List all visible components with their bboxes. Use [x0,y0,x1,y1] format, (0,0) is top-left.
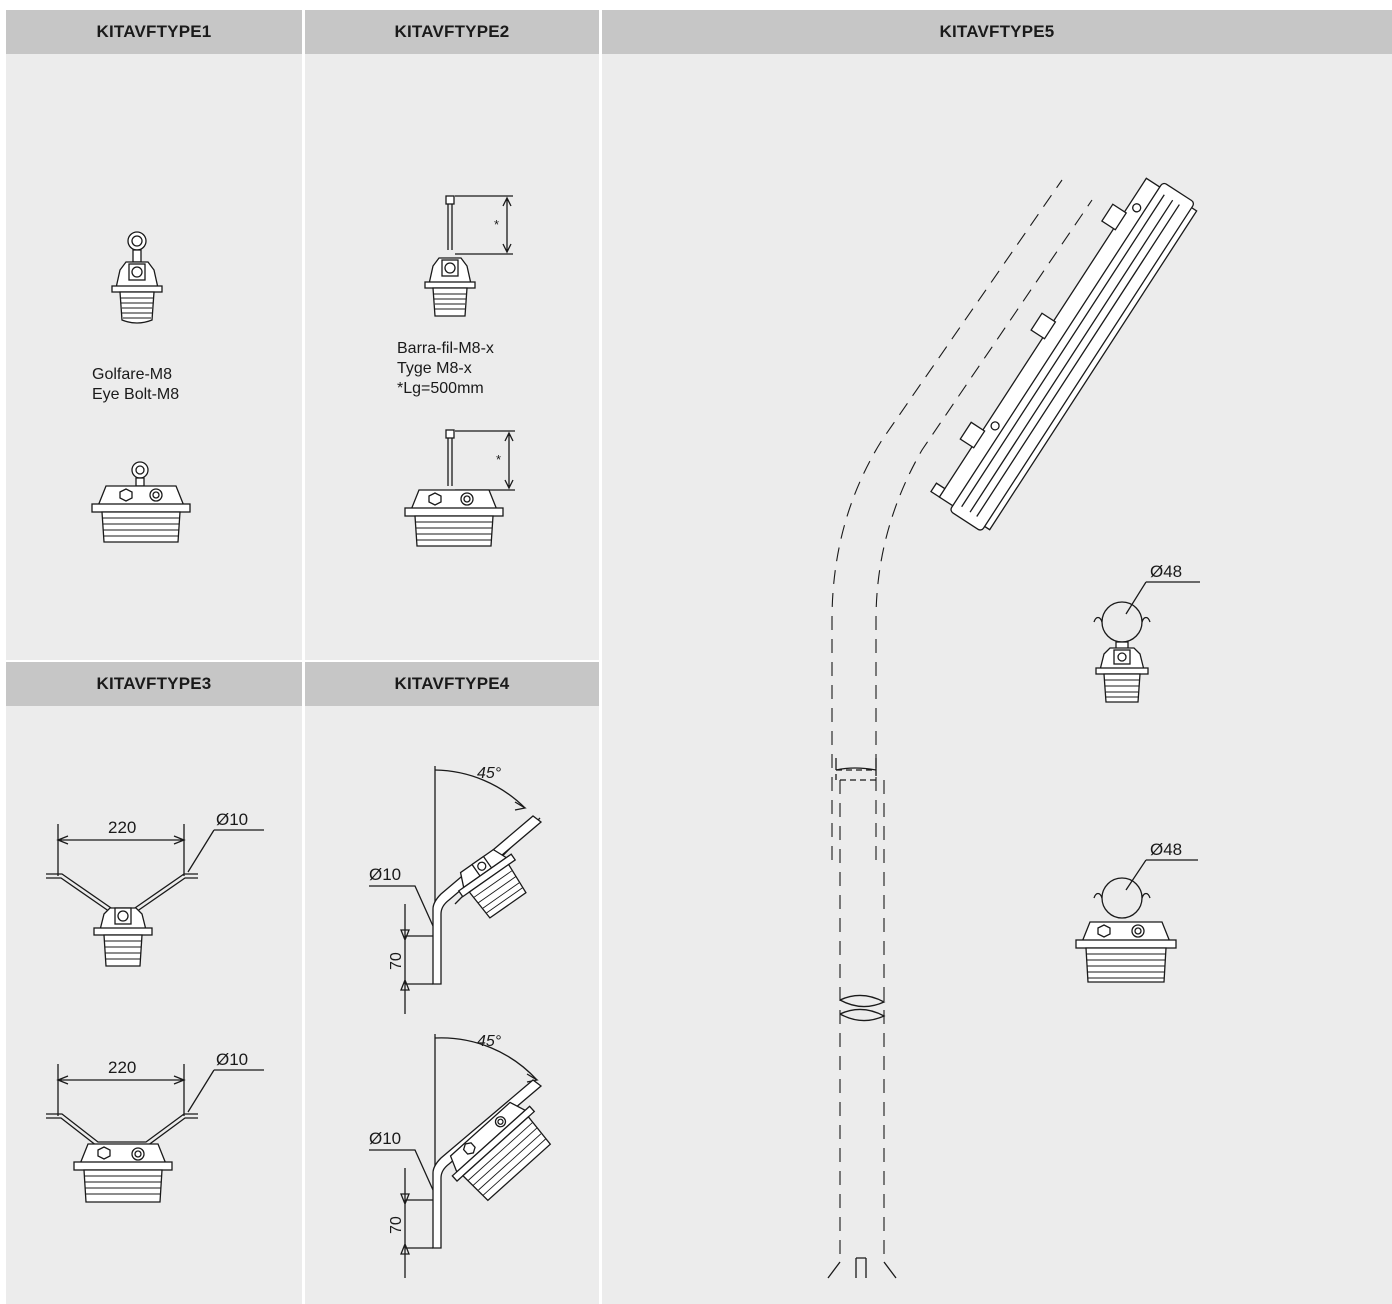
panel-title: KITAVFTYPE3 [6,662,302,706]
angled-bracket-front-drawing: 45° Ø10 70 [369,1033,552,1278]
rod-dia: Ø10 [369,1129,401,1148]
width-dim: 220 [108,818,136,837]
panel-title: KITAVFTYPE4 [305,662,599,706]
eyebolt-side-drawing [111,231,163,324]
length-dim: 70 [388,1216,405,1234]
panel-kitavftype3: KITAVFTYPE3 220 Ø10 220 Ø10 [6,662,302,1304]
pipe-dia: Ø48 [1150,562,1182,581]
dim-mark: * [494,217,499,232]
width-dim: 220 [108,1058,136,1077]
panel-kitavftype1: KITAVFTYPE1 Golfare-M8 Eye Bolt-M8 [6,10,302,660]
pole-mount-drawing [827,177,1198,1279]
pipe-clamp-front-drawing: Ø48 [1075,840,1198,983]
panel-title: KITAVFTYPE2 [305,10,599,54]
panel-title: KITAVFTYPE1 [6,10,302,54]
panel-title: KITAVFTYPE5 [602,10,1392,54]
label-line-1: Golfare-M8 [92,366,173,383]
eyebolt-front-drawing [91,461,191,543]
dim-mark: * [496,452,501,467]
angle: 45° [477,1033,502,1050]
panel-kitavftype2: KITAVFTYPE2 Barra-fil-M8-x Tyge M8-x *Lg… [305,10,599,660]
rod-dia: Ø10 [216,810,248,829]
suspension-rod-front-drawing: 220 Ø10 [46,1050,264,1203]
threaded-rod-side-drawing: * [424,195,513,317]
rod-dia: Ø10 [216,1050,248,1069]
length-dim: 70 [388,952,405,970]
label-line-3: *Lg=500mm [397,380,484,397]
label-line-2: Eye Bolt-M8 [92,386,180,403]
pipe-dia: Ø48 [1150,840,1182,859]
panel-kitavftype4: KITAVFTYPE4 45° Ø10 70 45° [305,662,599,1304]
angled-bracket-side-drawing: 45° Ø10 70 [369,765,543,1014]
suspension-rod-side-drawing: 220 Ø10 [46,810,264,967]
label-line-1: Barra-fil-M8-x [397,340,494,357]
panel-kitavftype5: KITAVFTYPE5 Ø48 [602,10,1392,1304]
angle: 45° [477,765,502,782]
pipe-clamp-side-drawing: Ø48 [1093,562,1200,703]
label-line-2: Tyge M8-x [397,360,472,377]
rod-dia: Ø10 [369,865,401,884]
threaded-rod-front-drawing: * [404,429,515,547]
